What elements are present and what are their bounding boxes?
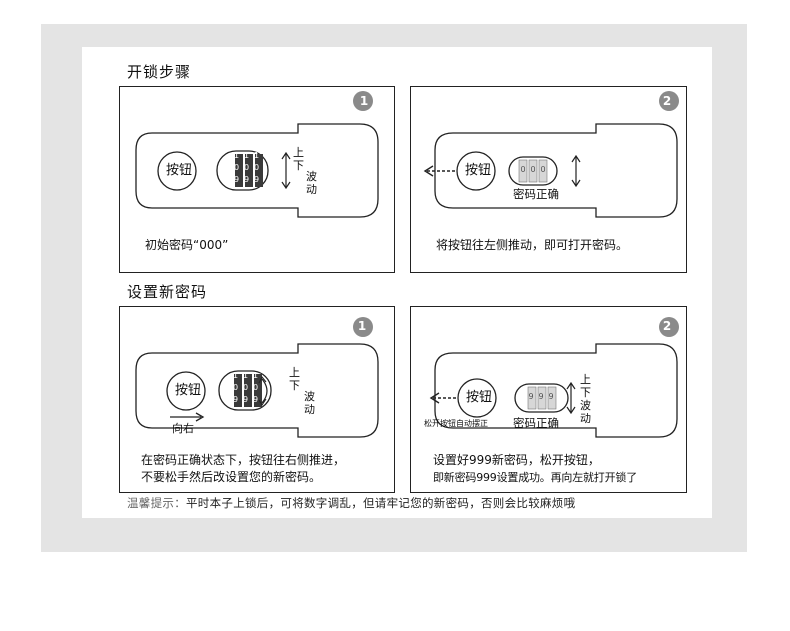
wheel-digit-top: 1 xyxy=(244,151,250,160)
wheel-digit-top: 1 xyxy=(234,151,240,160)
lock-diagram xyxy=(135,317,379,438)
button-label: 按钮 xyxy=(466,390,493,405)
password-correct-label: 密码正确 xyxy=(513,416,559,430)
release-button-label: 松开按钮自动摆正 xyxy=(424,419,488,428)
step-caption: 将按钮往左侧推动，即可打开密码。 xyxy=(436,238,629,252)
step-caption-line-1: 在密码正确状态下，按钮往右侧推进， xyxy=(141,453,346,467)
wheel-digit: 0 xyxy=(540,165,546,174)
step-badge-circle xyxy=(659,91,679,111)
password-correct-label: 密码正确 xyxy=(513,187,559,201)
reminder-tip: 温馨提示：平时本子上锁后，可将数字调乱，但请牢记您的新密码，否则会比较麻烦哦 xyxy=(127,495,575,511)
wave-label: 波动 xyxy=(304,390,315,416)
unlock-step-1-panel xyxy=(119,86,395,273)
push-button-circle xyxy=(157,151,197,191)
push-button-circle xyxy=(457,378,497,418)
wheel-digit-mid: 0 xyxy=(244,163,250,172)
push-button-circle xyxy=(456,151,496,191)
step-badge-circle xyxy=(353,317,373,337)
step-number: 1 xyxy=(357,319,367,333)
wave-curve-arrow xyxy=(261,378,268,404)
wheel-digit-bottom: 9 xyxy=(243,395,249,404)
lock-body-outline xyxy=(135,123,379,218)
step-caption-line-1: 设置好999新密码，松开按钮， xyxy=(433,453,600,467)
wheel-digit-mid: 0 xyxy=(234,163,240,172)
digit-wheel xyxy=(235,154,243,187)
set-step-2-panel xyxy=(410,306,687,493)
wheel-digit-mid: 0 xyxy=(233,383,239,392)
unlock-steps-heading: 开锁步骤 xyxy=(127,63,192,81)
digit-wheel xyxy=(234,374,242,407)
wave-label: 波动 xyxy=(306,170,317,196)
step-caption-line-2: 不要松手然后改设置您的新密码。 xyxy=(141,470,322,484)
wheel-digit-mid: 0 xyxy=(243,383,249,392)
reminder-tip-text: 平时本子上锁后，可将数字调乱，但请牢记您的新密码，否则会比较麻烦哦 xyxy=(186,496,576,510)
digit-wheel xyxy=(527,386,537,410)
push-right-arrow-head xyxy=(195,412,205,422)
digit-wheel xyxy=(245,154,253,187)
digit-wheel xyxy=(254,374,262,407)
digit-wheel xyxy=(538,159,548,183)
set-step-1-panel xyxy=(119,306,395,493)
wave-label: 波动 xyxy=(580,399,591,425)
wheel-digit-bottom: 9 xyxy=(244,175,250,184)
set-password-heading: 设置新密码 xyxy=(127,283,208,301)
wave-label: 上下 xyxy=(289,366,300,392)
lock-body-outline xyxy=(434,343,678,438)
step-badge-circle xyxy=(353,91,373,111)
step-caption: 初始密码“000” xyxy=(145,238,229,252)
step-caption-line-2: 即新密码999设置成功。再向左就打开锁了 xyxy=(433,471,637,484)
wave-label: 上下 xyxy=(293,146,304,172)
wheel-digit-mid: 0 xyxy=(253,383,259,392)
digit-wheel xyxy=(244,374,252,407)
wheel-digit-bottom: 9 xyxy=(233,395,239,404)
digit-wheel xyxy=(537,386,547,410)
wheel-digit-bottom: 9 xyxy=(254,175,260,184)
wheel-digit-top: 1 xyxy=(254,151,260,160)
digit-wheel xyxy=(528,159,538,183)
step-number: 2 xyxy=(662,319,672,333)
wheel-digit-top: 1 xyxy=(253,371,259,380)
lock-body-outline xyxy=(434,123,678,218)
direction-label: 向右 xyxy=(172,422,194,435)
push-left-arrow-head xyxy=(423,165,434,177)
wave-curve-heads xyxy=(258,375,267,407)
step-number: 1 xyxy=(359,94,369,108)
wave-arrow-heads xyxy=(566,381,576,415)
unlock-step-2-panel xyxy=(410,86,687,273)
lock-diagram xyxy=(135,91,379,218)
push-button-circle xyxy=(166,371,206,411)
wave-arrow-heads xyxy=(571,154,581,188)
reminder-tip-lead: 温馨提示： xyxy=(127,496,186,510)
step-number: 2 xyxy=(662,94,672,108)
wheel-digit: 9 xyxy=(538,392,544,401)
wheel-digit: 9 xyxy=(528,392,534,401)
button-label: 按钮 xyxy=(465,163,492,178)
wheel-digit-top: 1 xyxy=(233,371,239,380)
wheel-digit-bottom: 9 xyxy=(234,175,240,184)
digit-wheel xyxy=(518,159,528,183)
button-label: 按钮 xyxy=(166,163,193,178)
wave-label: 上下 xyxy=(580,373,591,399)
digit-wheel xyxy=(547,386,557,410)
lock-diagram xyxy=(429,317,679,438)
button-label: 按钮 xyxy=(175,383,202,398)
wheel-digit-mid: 0 xyxy=(254,163,260,172)
lock-body-outline xyxy=(135,343,379,438)
wheel-digit-top: 1 xyxy=(243,371,249,380)
lock-diagram xyxy=(423,91,679,218)
wheel-digit: 0 xyxy=(520,165,526,174)
digit-wheel xyxy=(255,154,263,187)
wheel-digit-bottom: 9 xyxy=(253,395,259,404)
step-badge-circle xyxy=(659,317,679,337)
push-left-arrow-head xyxy=(429,392,440,404)
wheel-digit: 9 xyxy=(548,392,554,401)
wheel-digit: 0 xyxy=(530,165,536,174)
wave-arrow-heads xyxy=(281,151,291,190)
